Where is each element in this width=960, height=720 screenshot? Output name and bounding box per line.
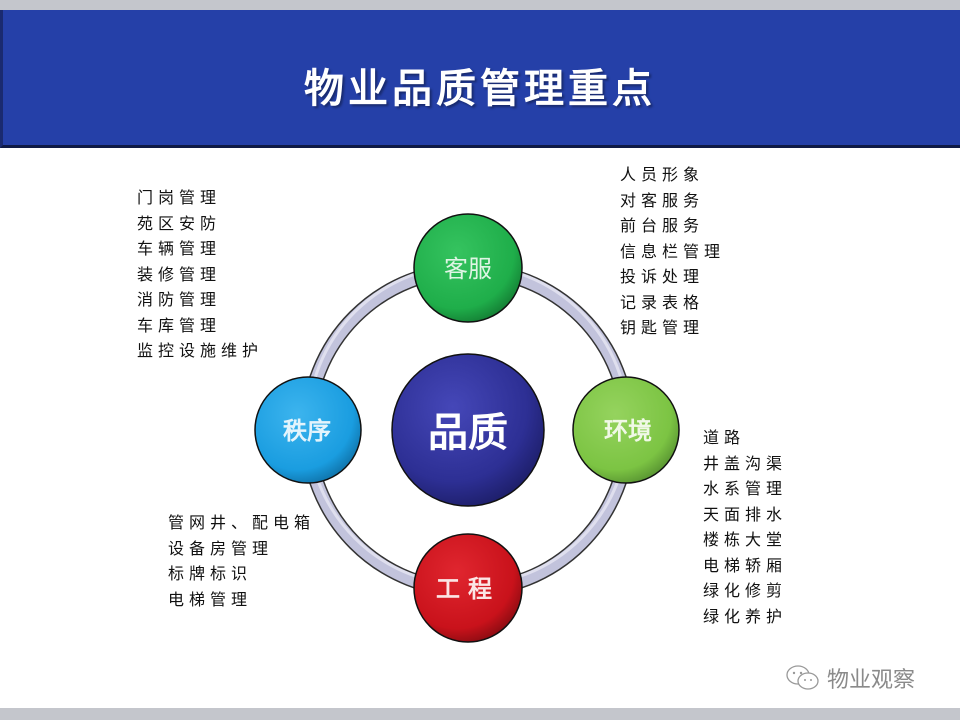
- list-zhixu: 门岗管理 苑区安防 车辆管理 装修管理 消防管理 车库管理 监控设施维护: [137, 185, 263, 364]
- list-item: 车辆管理: [137, 239, 222, 258]
- node-label-zhixu: 秩序: [283, 416, 331, 445]
- list-item: 钥匙管理: [620, 318, 705, 337]
- list-item: 苑区安防: [137, 213, 222, 233]
- node-huanjing: 环境: [572, 376, 680, 484]
- watermark-text: 物业观察: [827, 668, 916, 693]
- center-label: 品质: [428, 409, 508, 456]
- header-banner: [0, 10, 960, 148]
- list-gongcheng: 管网井、配电箱 设备房管理 标牌标识 电梯管理: [168, 510, 315, 612]
- node-kefu: 客服: [413, 213, 523, 323]
- list-item: 人员形象: [620, 165, 705, 184]
- center-node: 品质: [391, 353, 545, 507]
- list-item: 前台服务: [620, 216, 705, 235]
- node-label-gongcheng: 工程: [436, 574, 500, 603]
- bottom-strip: [0, 708, 960, 720]
- list-item: 绿化修剪: [703, 581, 788, 600]
- list-item: 记录表格: [620, 292, 705, 312]
- list-item: 装修管理: [137, 264, 222, 284]
- list-item: 车库管理: [137, 315, 222, 335]
- page-title: 物业品质管理重点: [304, 66, 656, 112]
- node-label-huanjing: 环境: [604, 416, 652, 445]
- list-item: 管网井、配电箱: [168, 513, 316, 532]
- list-item: 绿化养护: [703, 606, 788, 626]
- list-item: 水系管理: [703, 479, 788, 498]
- list-kefu: 人员形象 对客服务 前台服务 信息栏管理 投诉处理 记录表格 钥匙管理: [620, 162, 725, 341]
- wechat-icon: [786, 665, 819, 690]
- list-item: 对客服务: [620, 190, 705, 210]
- list-item: 电梯轿厢: [703, 555, 788, 575]
- list-huanjing: 道路 井盖沟渠 水系管理 天面排水 楼栋大堂 电梯轿厢 绿化修剪 绿化养护: [703, 425, 787, 629]
- node-label-kefu: 客服: [444, 255, 492, 283]
- list-item: 天面排水: [703, 504, 788, 524]
- list-item: 道路: [703, 428, 746, 447]
- list-item: 楼栋大堂: [703, 530, 788, 549]
- list-item: 监控设施维护: [137, 341, 264, 360]
- list-item: 信息栏管理: [620, 241, 726, 261]
- watermark: 物业观察: [785, 662, 915, 694]
- list-item: 电梯管理: [168, 589, 253, 609]
- list-item: 标牌标识: [168, 564, 253, 583]
- list-item: 门岗管理: [137, 188, 222, 207]
- list-item: 消防管理: [137, 290, 222, 309]
- list-item: 设备房管理: [168, 538, 274, 558]
- list-item: 井盖沟渠: [703, 453, 788, 473]
- top-strip: [0, 0, 960, 10]
- node-gongcheng: 工程: [413, 533, 523, 643]
- node-zhixu: 秩序: [254, 376, 362, 484]
- list-item: 投诉处理: [620, 267, 705, 286]
